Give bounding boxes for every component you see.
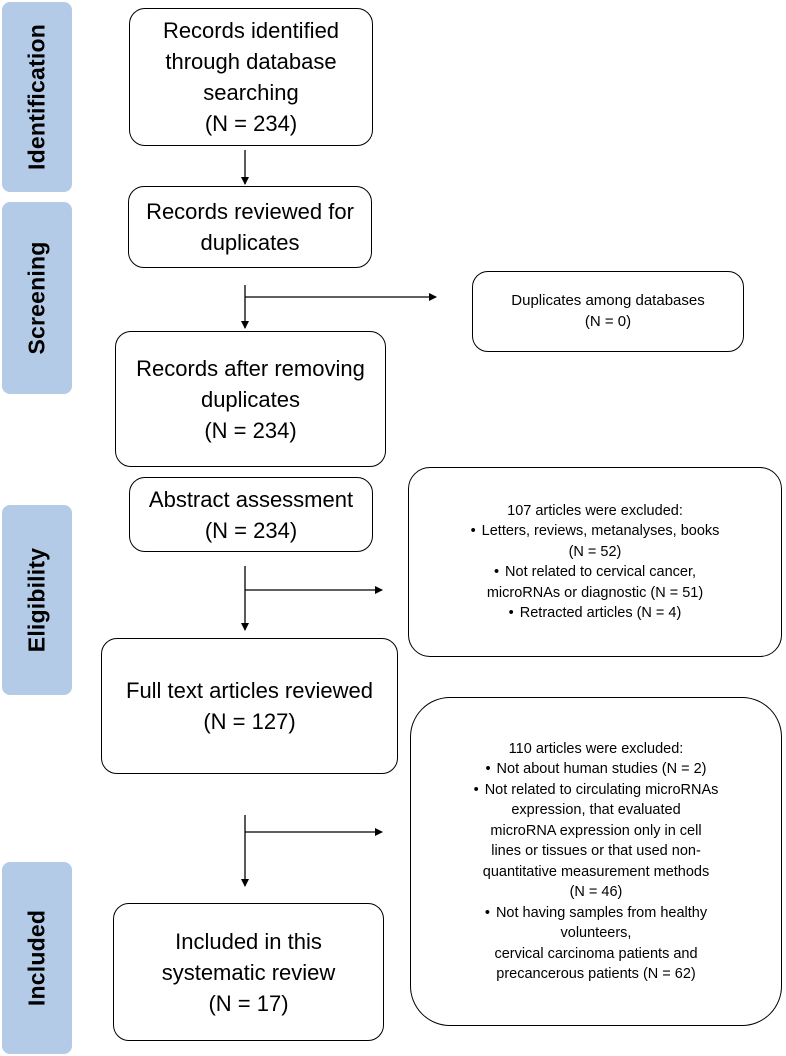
box-line: systematic review — [161, 959, 336, 985]
excluded-110-bullet: • Not about human studies (N = 2) — [485, 759, 706, 780]
box-line: (N = 234) — [204, 517, 298, 543]
box-full-text-reviewed: Full text articles reviewed (N = 127) — [101, 638, 398, 774]
box-excluded-110: 110 articles were excluded: • Not about h… — [410, 697, 782, 1026]
bullet-text: Not having samples from healthy — [495, 904, 708, 921]
bullet-text: Not related to circulating microRNAs — [484, 781, 719, 798]
bullet-dot: • — [485, 761, 491, 777]
box-line: Abstract assessment — [148, 486, 354, 512]
excluded-110-title: 110 articles were excluded: — [508, 740, 684, 757]
box-line: Duplicates among databases — [511, 292, 705, 309]
stage-tab-identification: Identification — [2, 2, 72, 192]
box-line: Records reviewed for — [146, 199, 354, 224]
box-line: Full text articles reviewed — [126, 678, 373, 703]
bullet-text: lines or tissues or that used non- — [491, 843, 701, 859]
excluded-107-bullet: • Letters, reviews, metanalyses, books (N… — [471, 521, 720, 562]
bullet-text: volunteers, — [560, 925, 632, 941]
bullet-dot: • — [473, 781, 479, 798]
box-line: (N = 127) — [203, 709, 296, 734]
stage-tab-screening: Screening — [2, 202, 72, 394]
excluded-107-title: 107 articles were excluded: — [507, 502, 683, 519]
bullet-dot: • — [470, 523, 476, 539]
box-line: (N = 17) — [208, 990, 289, 1016]
bullet-dot: • — [484, 904, 490, 921]
box-records-reviewed-duplicates: Records reviewed for duplicates — [128, 186, 372, 268]
box-line: searching — [203, 80, 299, 105]
bullet-text: microRNAs or diagnostic (N = 51) — [486, 584, 704, 601]
box-line: duplicates — [200, 386, 301, 412]
stage-tab-eligibility: Eligibility — [2, 505, 72, 695]
bullet-text: quantitative measurement methods — [482, 863, 710, 880]
excluded-110-bullet: • Not having samples from healthy volunte… — [485, 903, 707, 985]
box-line: through database — [165, 49, 337, 74]
box-line: (N = 234) — [204, 111, 298, 136]
bullet-text: Not related to cervical cancer, — [505, 564, 697, 580]
box-excluded-107: 107 articles were excluded: • Letters, re… — [408, 467, 782, 657]
bullet-text: Retracted articles (N = 4) — [519, 605, 682, 621]
box-duplicates-among-databases: Duplicates among databases (N = 0) — [472, 271, 744, 352]
bullet-dot: • — [493, 564, 500, 580]
box-line: Records after removing — [136, 355, 365, 381]
box-line: duplicates — [200, 230, 300, 255]
box-included-in-review: Included in this systematic review (N = … — [113, 903, 384, 1041]
box-records-after-removing: Records after removing duplicates (N = 2… — [115, 331, 386, 467]
bullet-text: microRNA expression only in cell — [490, 822, 702, 839]
stage-tab-included: Included — [2, 862, 72, 1054]
box-line: Included in this — [175, 928, 322, 954]
box-line: Records identified — [162, 18, 340, 43]
bullet-text: (N = 46) — [569, 884, 623, 900]
bullet-text: precancerous patients (N = 62) — [496, 966, 696, 982]
box-abstract-assessment: Abstract assessment (N = 234) — [129, 477, 373, 552]
bullet-text: cervical carcinoma patients and — [494, 945, 698, 962]
box-records-identified: Records identified through database sear… — [129, 8, 373, 146]
bullet-text: Not about human studies (N = 2) — [496, 761, 707, 777]
excluded-107-bullet: • Retracted articles (N = 4) — [509, 603, 682, 624]
bullet-text: Letters, reviews, metanalyses, books — [481, 523, 720, 539]
box-line: (N = 0) — [584, 312, 632, 330]
bullet-text: (N = 52) — [568, 543, 622, 560]
box-line: (N = 234) — [204, 417, 297, 443]
excluded-110-bullet: • Not related to circulating microRNAs ex… — [474, 780, 719, 903]
bullet-text: expression, that evaluated — [511, 802, 681, 818]
bullet-dot: • — [508, 605, 514, 621]
excluded-107-bullet: • Not related to cervical cancer, microRN… — [487, 562, 703, 603]
